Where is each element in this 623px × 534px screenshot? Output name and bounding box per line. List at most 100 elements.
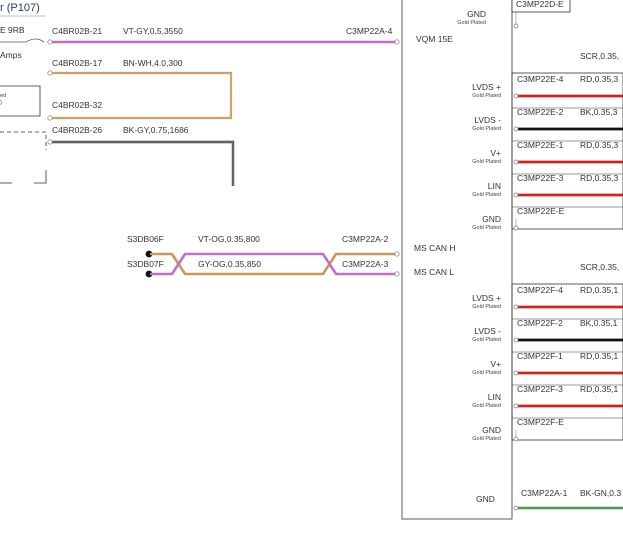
connector-label: C3MP22A-1 <box>521 488 568 498</box>
connector-pin <box>47 139 53 145</box>
pin-label: GND <box>476 494 495 504</box>
wire-connector-label: C4BR02B-17 <box>52 58 102 68</box>
pin-label: GND <box>467 9 486 19</box>
wire-spec-label: VT-OG,0.35,800 <box>198 234 260 244</box>
connector-box <box>511 0 571 13</box>
connector-pin <box>47 115 53 121</box>
splice-label: S3DB06F <box>127 234 164 244</box>
dashed-box-bottom <box>34 170 47 184</box>
connector-pin <box>513 370 519 376</box>
wire-spec-label: RD,0.35,1 <box>580 285 619 295</box>
pin-sublabel: Gold Plated <box>457 20 486 26</box>
splice-label: S3DB07F <box>127 259 164 269</box>
connector-group-box <box>511 283 623 441</box>
wire-spec-label: RD,0.35,3 <box>580 173 619 183</box>
connector-label: C3MP22F-4 <box>517 285 563 295</box>
pin-sublabel: Gold Plated <box>472 370 501 376</box>
connector-label: C3MP22F-3 <box>517 384 563 394</box>
connector-pin <box>513 505 519 511</box>
pin-sublabel: Gold Plated <box>472 93 501 99</box>
connector-label: C3MP22F-2 <box>517 318 563 328</box>
pin-sublabel: Gold Plated <box>472 126 501 132</box>
wire-spec-label: RD,0.35,3 <box>580 140 619 150</box>
wire-connector-label: C4BR02B-21 <box>52 26 102 36</box>
connector-pin <box>513 23 519 29</box>
relay-box <box>0 85 41 117</box>
connector-label: C3MP22E-4 <box>517 74 564 84</box>
connector-label: C3MP22E-E <box>517 206 565 216</box>
module-name: VQM 15E <box>416 34 453 44</box>
connector-label: C3MP22F-E <box>517 417 564 427</box>
wire-spec-label: RD,0.35,1 <box>580 351 619 361</box>
connector-label: C3MP22D-E <box>516 0 564 9</box>
fuse-symbol <box>25 38 45 43</box>
connector-pin <box>513 403 519 409</box>
connector-pin <box>394 271 400 277</box>
wire-spec-label: BK-GY,0.75,1686 <box>123 125 189 135</box>
pin-label: LVDS - <box>474 115 501 125</box>
connector-pin <box>513 337 519 343</box>
pin-label: V+ <box>490 148 501 158</box>
wire-connector-label: C3MP22A-2 <box>342 234 389 244</box>
wire-spec-label: BK,0.35,1 <box>580 318 618 328</box>
diagram-title: r (P107) <box>0 2 40 14</box>
splice-dot <box>145 250 153 258</box>
connector-pin <box>394 39 400 45</box>
dashed-box-right <box>0 131 47 150</box>
pin-sublabel: Gold Plated <box>472 192 501 198</box>
connector-pin <box>513 304 519 310</box>
connector-pin <box>513 93 519 99</box>
pin-label: GND <box>482 214 501 224</box>
pin-label: GND <box>482 425 501 435</box>
circuit-label: E 9RB <box>0 25 25 35</box>
shield-label: SCR,0.35, <box>580 51 619 61</box>
pin-label: V+ <box>490 359 501 369</box>
pin-sublabel: Gold Plated <box>472 225 501 231</box>
pin-label: MS CAN H <box>414 243 456 253</box>
ed-label: ed <box>0 93 6 99</box>
connector-pin <box>513 436 519 442</box>
wire-spec-label: BN-WH,4.0,300 <box>123 58 183 68</box>
pin-label: LVDS + <box>472 82 501 92</box>
pin-label: LVDS - <box>474 326 501 336</box>
wire-spec-label: BK-GN,0.3 <box>580 488 621 498</box>
shield-label: SCR,0.35, <box>580 262 619 272</box>
wire-connector-label: C4BR02B-32 <box>52 100 102 110</box>
connector-pin <box>394 251 400 257</box>
wire-gy-og <box>150 252 397 276</box>
amps-label: Amps <box>0 50 22 60</box>
pin-label: LVDS + <box>472 293 501 303</box>
connector-label: C3MP22E-1 <box>517 140 564 150</box>
wire-connector-label: C3MP22A-3 <box>342 259 389 269</box>
wire-bk-gy-stripe <box>50 141 234 186</box>
splice-dot <box>145 270 153 278</box>
paren-label: ) <box>0 100 2 106</box>
pin-sublabel: Gold Plated <box>472 159 501 165</box>
connector-pin <box>47 70 53 76</box>
connector-pin <box>513 159 519 165</box>
pin-label: LIN <box>488 392 501 402</box>
pin-sublabel: Gold Plated <box>472 337 501 343</box>
connector-pin <box>513 192 519 198</box>
wire-bn-wh-stripe <box>50 72 232 119</box>
pin-sublabel: Gold Plated <box>472 403 501 409</box>
wire-spec-label: RD,0.35,3 <box>580 74 619 84</box>
wire-bk-gy <box>50 140 235 186</box>
connector-pin <box>513 126 519 132</box>
pin-sublabel: Gold Plated <box>472 304 501 310</box>
wire-spec-label: RD,0.35,1 <box>580 384 619 394</box>
wire-spec-label: VT-GY,0.5,3550 <box>123 26 183 36</box>
wire-spec-label: GY-OG,0.35,850 <box>198 259 261 269</box>
wire-end-connector-label: C3MP22A-4 <box>346 26 393 36</box>
wire-connector-label: C4BR02B-26 <box>52 125 102 135</box>
connector-group-box <box>511 72 623 230</box>
pin-label: LIN <box>488 181 501 191</box>
connector-label: C3MP22E-3 <box>517 173 564 183</box>
connector-label: C3MP22E-2 <box>517 107 564 117</box>
wire-bn-wh <box>50 71 233 120</box>
connector-pin <box>513 225 519 231</box>
pin-label: MS CAN L <box>414 267 454 277</box>
wire-vt-og <box>150 252 397 276</box>
